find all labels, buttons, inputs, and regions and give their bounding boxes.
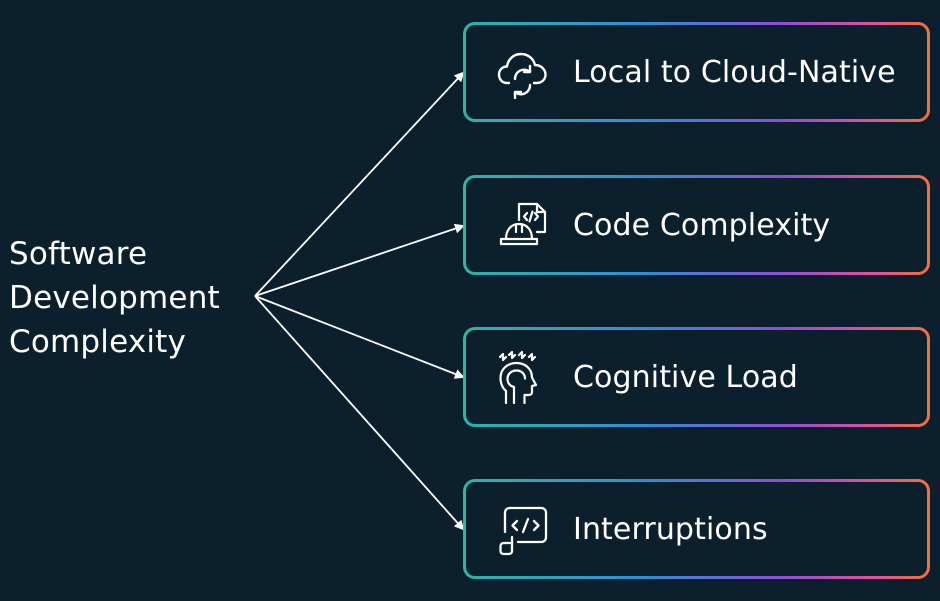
code-window-icon [497, 501, 553, 557]
branch-card-body: Code Complexity [466, 178, 927, 272]
branch-card-body: Cognitive Load [466, 330, 927, 424]
root-label-line-2: Development [9, 280, 220, 316]
branch-card-body: Interruptions [466, 482, 927, 576]
arrow-to-code-complexity [254, 223, 465, 297]
branch-card-local-to-cloud-native: Local to Cloud-Native [463, 22, 930, 122]
branch-label: Interruptions [573, 511, 768, 547]
arrow-to-interruptions [254, 295, 465, 531]
branch-card-body: Local to Cloud-Native [466, 25, 927, 119]
branch-label: Cognitive Load [573, 359, 798, 395]
branch-card-code-complexity: Code Complexity [463, 175, 930, 275]
arrow-to-local-to-cloud-native [254, 71, 465, 297]
stressed-head-icon [497, 349, 553, 405]
code-construction-icon [497, 197, 553, 253]
root-label-line-1: Software [9, 236, 148, 272]
branch-card-interruptions: Interruptions [463, 479, 930, 579]
branch-card-cognitive-load: Cognitive Load [463, 327, 930, 427]
arrow-to-cognitive-load [254, 295, 465, 379]
root-label-line-3: Complexity [9, 324, 187, 360]
root-node-label: Software Development Complexity [9, 232, 249, 364]
branch-label: Code Complexity [573, 207, 831, 243]
cloud-sync-icon [497, 44, 553, 100]
branch-label: Local to Cloud-Native [573, 54, 896, 90]
